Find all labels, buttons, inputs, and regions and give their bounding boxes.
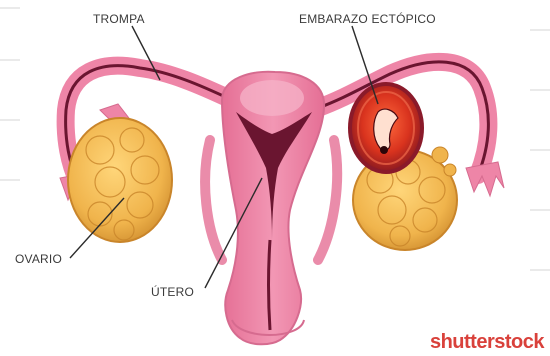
watermark-logo: shutterstock xyxy=(430,331,544,354)
uterus xyxy=(205,72,337,345)
label-uterus: ÚTERO xyxy=(151,285,194,299)
left-ovary xyxy=(68,118,172,242)
label-ovary: OVARIO xyxy=(15,252,62,266)
label-ectopic-pregnancy: EMBARAZO ECTÓPICO xyxy=(299,12,436,26)
label-fallopian-tube: TROMPA xyxy=(93,12,145,26)
ectopic-pregnancy-sac xyxy=(350,84,422,172)
